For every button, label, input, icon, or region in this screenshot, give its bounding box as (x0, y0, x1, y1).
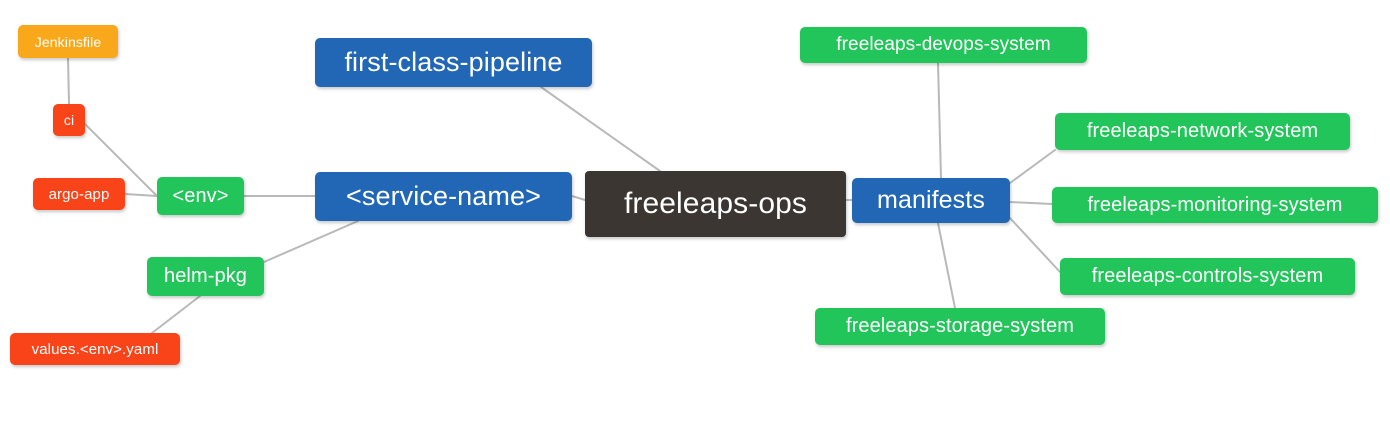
node-label: freeleaps-controls-system (1091, 265, 1324, 287)
mindmap-node-freeleaps-ops[interactable]: freeleaps-ops (585, 171, 846, 237)
mindmap-node-first-class-pipeline[interactable]: first-class-pipeline (315, 38, 592, 87)
mindmap-node-manifests[interactable]: manifests (852, 178, 1010, 223)
mindmap-node-env[interactable]: <env> (157, 177, 244, 215)
edge-values-yaml-to-helm-pkg (151, 295, 201, 334)
edge-first-class-pipeline-to-freeleaps-ops (540, 86, 661, 172)
mindmap-node-freeleaps-network-system[interactable]: freeleaps-network-system (1055, 113, 1350, 150)
edge-manifests-to-freeleaps-storage-system (937, 222, 956, 309)
node-label: manifests (877, 186, 985, 214)
node-label: <env> (172, 184, 229, 207)
node-label: ci (63, 112, 75, 128)
mindmap-node-freeleaps-controls-system[interactable]: freeleaps-controls-system (1060, 258, 1355, 295)
edge-jenkinsfile-to-ci (67, 57, 70, 105)
node-label: freeleaps-network-system (1086, 120, 1319, 142)
edge-service-name-to-freeleaps-ops (571, 195, 586, 201)
mindmap-node-jenkinsfile[interactable]: Jenkinsfile (18, 25, 118, 58)
mindmap-node-helm-pkg[interactable]: helm-pkg (147, 257, 264, 296)
mindmap-node-freeleaps-monitoring-system[interactable]: freeleaps-monitoring-system (1052, 187, 1378, 223)
node-label: values.<env>.yaml (31, 340, 159, 358)
node-label: freeleaps-devops-system (836, 34, 1051, 55)
mindmap-node-values-yaml[interactable]: values.<env>.yaml (10, 333, 180, 365)
edge-helm-pkg-to-service-name (263, 220, 359, 263)
edge-manifests-to-freeleaps-network-system (1009, 149, 1056, 184)
edge-manifests-to-freeleaps-monitoring-system (1009, 201, 1053, 205)
node-label: freeleaps-storage-system (845, 315, 1075, 337)
edge-manifests-to-freeleaps-controls-system (1009, 217, 1061, 273)
node-label: <service-name> (346, 181, 541, 211)
mindmap-node-argo-app[interactable]: argo-app (33, 178, 125, 210)
edge-argo-app-to-env (124, 193, 158, 197)
node-label: first-class-pipeline (344, 47, 563, 77)
node-label: argo-app (48, 185, 110, 203)
mindmap-node-service-name[interactable]: <service-name> (315, 172, 572, 221)
node-label: freeleaps-ops (623, 187, 808, 220)
mindmap-node-freeleaps-storage-system[interactable]: freeleaps-storage-system (815, 308, 1105, 345)
node-label: freeleaps-monitoring-system (1087, 193, 1343, 216)
node-label: Jenkinsfile (34, 33, 102, 50)
mindmap-node-freeleaps-devops-system[interactable]: freeleaps-devops-system (800, 27, 1087, 63)
edge-manifests-to-freeleaps-devops-system (937, 62, 942, 179)
node-label: helm-pkg (163, 265, 248, 287)
mindmap-node-ci[interactable]: ci (53, 104, 85, 136)
